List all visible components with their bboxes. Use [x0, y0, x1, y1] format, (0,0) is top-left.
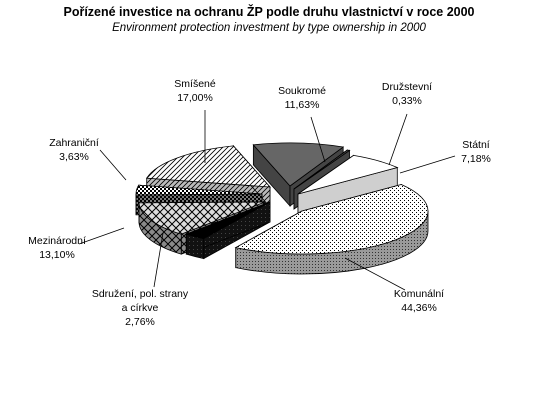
chart-subtitle: Environment protection investment by typ…: [112, 22, 426, 34]
leader-line: [310, 116, 326, 163]
pie-slices: [135, 142, 429, 275]
slice-value: 11,63%: [285, 99, 320, 111]
leader-line: [388, 113, 408, 166]
slice-value: 3,63%: [59, 151, 89, 163]
slice-value: 13,10%: [39, 249, 75, 261]
chart-title: Pořízené investice na ochranu ŽP podle d…: [63, 4, 474, 19]
pie-slice: [185, 201, 271, 260]
leader-line: [78, 227, 125, 245]
slice-value: 7,18%: [461, 153, 491, 165]
leader-line: [153, 232, 164, 288]
slice-value: 17,00%: [177, 92, 213, 104]
pie-slice: [234, 184, 429, 275]
slice-value: 0,33%: [392, 95, 422, 107]
slice-value: 2,76%: [125, 316, 155, 328]
leader-line: [399, 155, 456, 174]
pie-slice: [297, 154, 399, 215]
slice-value: 44,36%: [401, 302, 437, 314]
leader-line: [99, 149, 127, 181]
leader-line: [344, 257, 406, 291]
